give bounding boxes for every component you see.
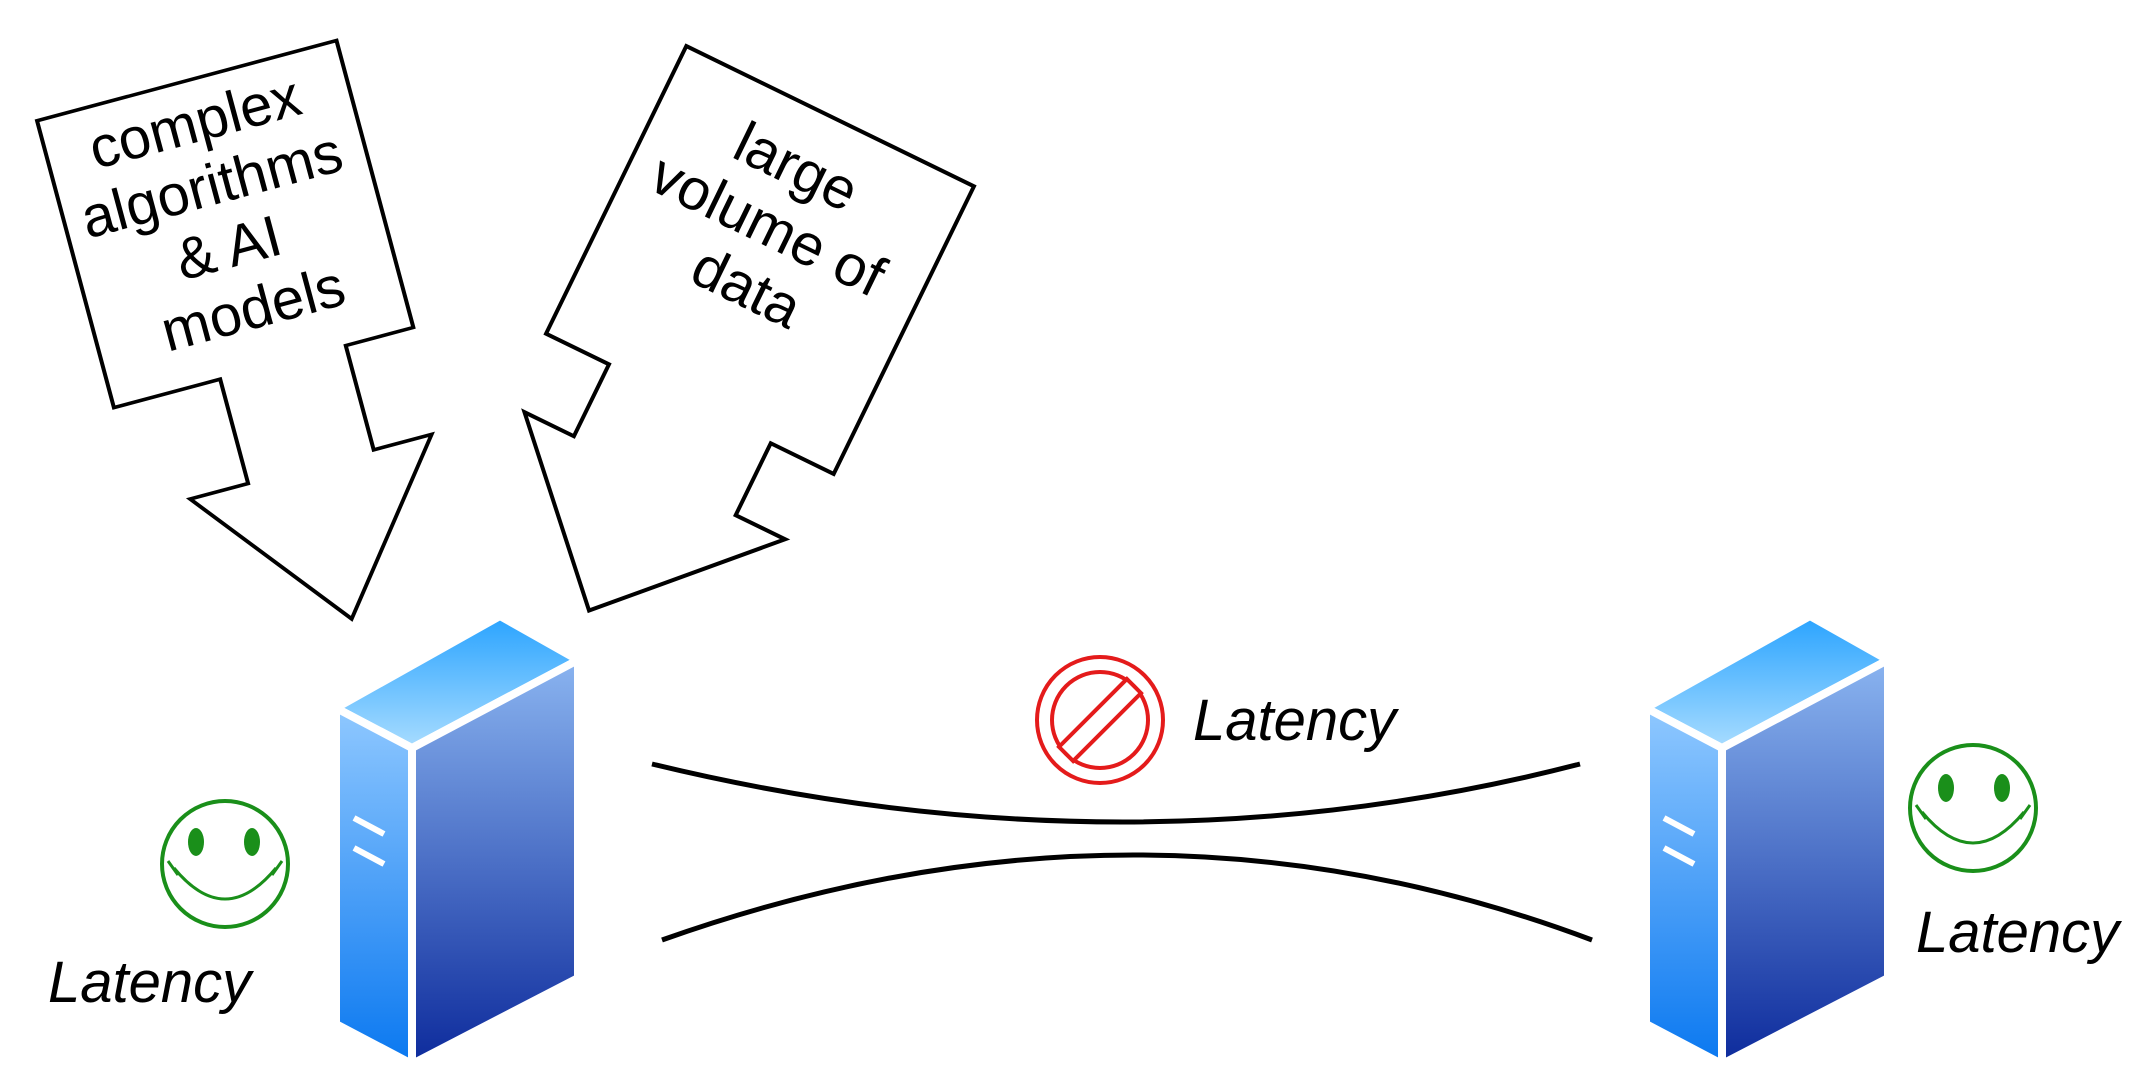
smiley-face-icon xyxy=(1908,743,2038,873)
arrow-data-volume-shape xyxy=(521,43,977,614)
arrow-algorithms-text: complex algorithms & AI models xyxy=(57,52,398,377)
arrow-algorithms: complex algorithms & AI models xyxy=(34,38,435,622)
server-tower-icon xyxy=(332,612,582,1066)
network-link-top xyxy=(651,761,1581,825)
server-tower-icon xyxy=(1642,612,1892,1066)
latency-label-center: Latency xyxy=(1193,688,1399,753)
latency-label-left: Latency xyxy=(48,950,254,1015)
arrow-algorithms-shape xyxy=(34,38,435,622)
arrow-data-volume: large volume of data xyxy=(521,43,977,614)
network-link-bottom xyxy=(661,852,1593,943)
prohibited-icon xyxy=(1035,655,1165,785)
smiley-face-icon xyxy=(160,799,290,929)
latency-label-right: Latency xyxy=(1916,900,2122,965)
